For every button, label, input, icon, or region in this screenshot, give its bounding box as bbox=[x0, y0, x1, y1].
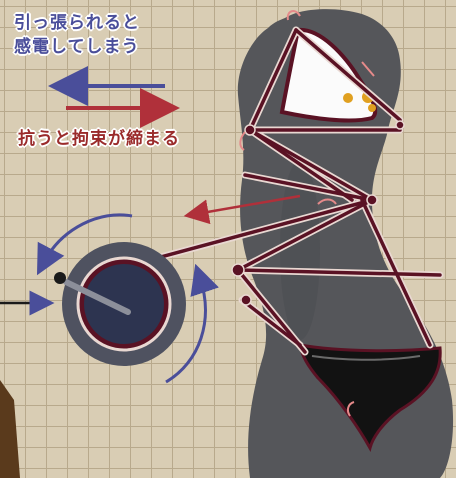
rope-knots bbox=[231, 120, 405, 306]
yellow-dot bbox=[368, 104, 376, 112]
control-knob bbox=[54, 242, 186, 366]
black-panel-shine bbox=[311, 355, 421, 361]
mannequin-shade bbox=[280, 160, 320, 340]
tension-arrows bbox=[239, 10, 375, 417]
caption-tighten: 抗うと拘束が締まる bbox=[18, 129, 180, 149]
yellow-dot bbox=[343, 93, 353, 103]
rotate-arrow-icon bbox=[165, 263, 219, 384]
caption-pulled: 引っ張られると bbox=[14, 13, 140, 33]
wood-edge bbox=[0, 380, 20, 478]
rope-harness bbox=[116, 26, 444, 356]
black-panel bbox=[298, 343, 442, 453]
rotate-arrow-icon bbox=[36, 213, 133, 276]
caption-shock: 感電してしまう bbox=[14, 37, 140, 57]
tighten-arrow-icon bbox=[183, 194, 301, 225]
